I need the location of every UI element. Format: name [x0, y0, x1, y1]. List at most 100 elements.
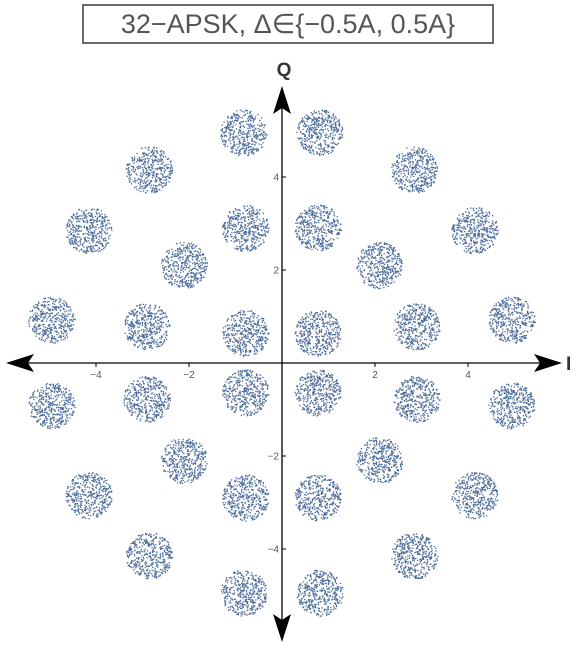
- scatter-point: [123, 402, 125, 404]
- scatter-point: [261, 383, 263, 385]
- scatter-point: [150, 317, 153, 320]
- scatter-point: [127, 315, 130, 317]
- scatter-point: [251, 478, 253, 480]
- scatter-point: [327, 315, 330, 318]
- scatter-point: [190, 460, 193, 463]
- scatter-point: [257, 323, 259, 326]
- scatter-point: [146, 330, 148, 332]
- scatter-point: [205, 465, 207, 467]
- scatter-point: [154, 305, 156, 307]
- scatter-point: [226, 403, 229, 405]
- scatter-point: [246, 391, 248, 393]
- scatter-point: [324, 340, 326, 342]
- scatter-point: [250, 488, 253, 491]
- scatter-point: [153, 393, 155, 396]
- scatter-point: [333, 502, 335, 504]
- scatter-point: [141, 309, 143, 311]
- scatter-point: [124, 332, 126, 334]
- scatter-point: [232, 348, 234, 350]
- scatter-point: [147, 343, 149, 345]
- scatter-point: [320, 389, 322, 391]
- scatter-point: [300, 220, 303, 222]
- scatter-point: [232, 333, 234, 335]
- scatter-point: [327, 247, 329, 249]
- scatter-point: [152, 341, 154, 343]
- scatter-point: [173, 282, 176, 285]
- scatter-point: [228, 224, 231, 226]
- scatter-point: [229, 387, 231, 389]
- scatter-point: [257, 218, 259, 220]
- scatter-point: [179, 280, 181, 282]
- scatter-point: [239, 481, 241, 483]
- scatter-point: [307, 503, 310, 505]
- scatter-point: [326, 506, 328, 509]
- scatter-point: [313, 508, 315, 511]
- scatter-point: [330, 514, 332, 516]
- scatter-point: [323, 384, 325, 386]
- scatter-point: [224, 389, 226, 391]
- scatter-point: [187, 453, 190, 455]
- scatter-point: [315, 403, 317, 405]
- scatter-point: [142, 381, 144, 383]
- scatter-point: [235, 388, 237, 390]
- scatter-point: [191, 446, 193, 448]
- scatter-point: [252, 246, 254, 248]
- scatter-point: [231, 228, 234, 230]
- scatter-point: [142, 341, 144, 343]
- scatter-point: [142, 329, 145, 331]
- scatter-point: [334, 391, 336, 393]
- scatter-point: [305, 406, 307, 408]
- scatter-point: [310, 219, 312, 221]
- scatter-point: [256, 376, 258, 379]
- scatter-point: [325, 325, 328, 328]
- scatter-point: [296, 386, 298, 388]
- scatter-point: [303, 400, 305, 402]
- scatter-point: [192, 463, 194, 466]
- scatter-point: [179, 450, 181, 452]
- scatter-point: [205, 265, 207, 268]
- scatter-point: [175, 444, 177, 447]
- scatter-point: [156, 343, 158, 345]
- scatter-point: [242, 369, 244, 372]
- scatter-point: [317, 340, 320, 342]
- scatter-point: [306, 234, 308, 236]
- scatter-point: [186, 284, 189, 287]
- scatter-point: [171, 456, 173, 459]
- scatter-point: [314, 313, 316, 315]
- scatter-point: [251, 225, 254, 227]
- scatter-point: [248, 331, 250, 334]
- scatter-point: [266, 493, 268, 495]
- scatter-point: [149, 342, 151, 344]
- scatter-point: [193, 250, 196, 253]
- scatter-point: [164, 331, 167, 333]
- scatter-point: [239, 380, 241, 382]
- scatter-point: [337, 495, 339, 497]
- scatter-point: [244, 398, 247, 400]
- scatter-point: [251, 381, 253, 383]
- scatter-point: [129, 332, 131, 335]
- scatter-point: [251, 411, 253, 414]
- scatter-point: [338, 231, 340, 233]
- scatter-point: [305, 387, 307, 390]
- scatter-point: [318, 335, 320, 338]
- scatter-point: [242, 235, 244, 237]
- scatter-point: [185, 281, 187, 283]
- scatter-point: [153, 385, 155, 387]
- scatter-point: [328, 411, 330, 414]
- scatter-point: [222, 502, 224, 504]
- scatter-point: [235, 372, 237, 374]
- scatter-point: [325, 406, 327, 409]
- scatter-point: [303, 332, 305, 335]
- scatter-point: [238, 311, 240, 314]
- scatter-point: [162, 393, 164, 395]
- scatter-point: [181, 477, 184, 480]
- scatter-point: [325, 391, 327, 393]
- scatter-point: [244, 483, 246, 486]
- scatter-point: [183, 456, 186, 458]
- scatter-point: [327, 346, 329, 349]
- scatter-point: [130, 321, 132, 324]
- scatter-point: [144, 387, 146, 390]
- scatter-point: [184, 459, 186, 462]
- scatter-point: [191, 258, 194, 261]
- scatter-point: [309, 338, 311, 341]
